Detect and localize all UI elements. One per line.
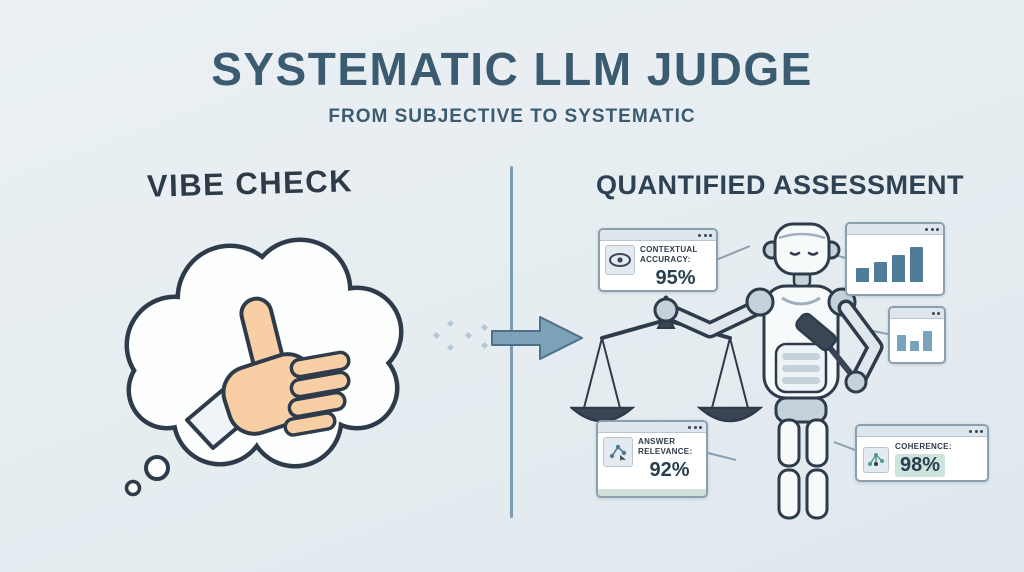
metric-label: CONTEXTUAL ACCURACY: bbox=[640, 245, 698, 264]
window-dot bbox=[980, 429, 983, 433]
transition-arrow-icon bbox=[428, 303, 590, 373]
right-section-heading: QUANTIFIED ASSESSMENT bbox=[595, 170, 965, 200]
metric-value: 92% bbox=[649, 459, 690, 481]
network-cursor-icon bbox=[603, 437, 633, 467]
window-dot bbox=[688, 425, 691, 429]
window-chrome bbox=[600, 230, 716, 241]
metric-label: ANSWER RELEVANCE: bbox=[638, 437, 693, 456]
window-dot bbox=[709, 233, 712, 237]
bar-chart-large bbox=[847, 235, 943, 294]
window-dot bbox=[703, 233, 707, 237]
left-section-heading: VIBE CHECK bbox=[146, 163, 354, 204]
window-chrome bbox=[857, 426, 987, 437]
bar-chart-card-small bbox=[888, 306, 946, 364]
bar-chart-small bbox=[890, 319, 944, 362]
metric-card-contextual-accuracy: CONTEXTUAL ACCURACY: 95% bbox=[598, 228, 718, 292]
metric-value: 95% bbox=[655, 267, 696, 289]
window-dot bbox=[974, 429, 978, 433]
page-subtitle: FROM SUBJECTIVE TO SYSTEMATIC bbox=[328, 106, 696, 127]
window-chrome bbox=[847, 224, 943, 235]
window-chrome bbox=[598, 422, 706, 433]
card-footer-strip bbox=[598, 489, 706, 496]
metric-label: COHERENCE: bbox=[895, 442, 952, 451]
window-dot bbox=[699, 425, 702, 429]
window-dot bbox=[925, 227, 928, 231]
metric-value: 98% bbox=[895, 454, 946, 477]
window-dot bbox=[693, 425, 697, 429]
robot-judge-illustration bbox=[568, 212, 920, 532]
window-dot bbox=[931, 311, 935, 315]
bubble-tail-small bbox=[124, 479, 142, 497]
bubble-tail-large bbox=[144, 455, 170, 481]
window-chrome bbox=[890, 308, 944, 319]
eye-icon bbox=[605, 245, 635, 275]
network-icon bbox=[863, 446, 889, 473]
window-dot bbox=[969, 429, 972, 433]
window-dot bbox=[930, 227, 934, 231]
window-dot bbox=[936, 227, 939, 231]
window-dot bbox=[698, 233, 701, 237]
metric-card-answer-relevance: ANSWER RELEVANCE: 92% bbox=[596, 420, 708, 498]
page-title: SYSTEMATIC LLM JUDGE bbox=[211, 43, 813, 95]
thought-bubble-illustration bbox=[105, 220, 415, 505]
bar-chart-card-large bbox=[845, 222, 945, 296]
metric-card-coherence: COHERENCE: 98% bbox=[855, 424, 989, 482]
window-dot bbox=[937, 311, 940, 315]
thumbs-up-icon bbox=[185, 296, 351, 450]
